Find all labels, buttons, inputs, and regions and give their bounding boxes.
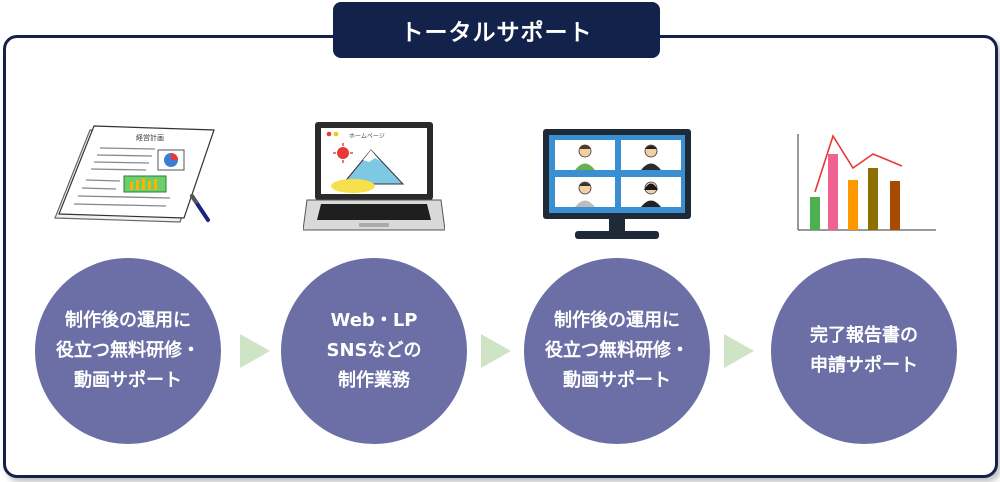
title: トータルサポート bbox=[400, 20, 593, 46]
bar-chart-illustration bbox=[797, 134, 936, 231]
arrow-1 bbox=[240, 334, 270, 368]
arrow-2 bbox=[481, 334, 511, 368]
step-2-line-2: SNSなどの bbox=[326, 340, 422, 361]
step-4-line-1: 完了報告書の bbox=[810, 325, 918, 346]
step-1-line-2: 役立つ無料研修・ bbox=[56, 340, 200, 361]
document-illustration: 経営計画 bbox=[54, 125, 215, 223]
step-3-line-2: 役立つ無料研修・ bbox=[545, 340, 689, 361]
step-2-line-3: 制作業務 bbox=[338, 370, 410, 391]
title-tab: トータルサポート bbox=[333, 2, 660, 58]
step-4-line-2: 申請サポート bbox=[810, 355, 918, 376]
step-1-line-1: 制作後の運用に bbox=[65, 310, 191, 331]
step-1-line-3: 動画サポート bbox=[74, 370, 182, 391]
step-2-line-1: Web・LP bbox=[330, 310, 418, 331]
step-3-line-1: 制作後の運用に bbox=[554, 310, 680, 331]
arrow-3 bbox=[724, 334, 754, 368]
laptop-illustration: ホームページ bbox=[303, 122, 445, 231]
step-1-circle: 制作後の運用に 役立つ無料研修・ 動画サポート bbox=[35, 258, 221, 444]
screen-caption: ホームページ bbox=[349, 133, 385, 140]
step-3-line-3: 動画サポート bbox=[563, 370, 671, 391]
step-4-circle: 完了報告書の 申請サポート bbox=[771, 258, 957, 444]
document-heading: 経営計画 bbox=[136, 133, 164, 142]
step-2-circle: Web・LP SNSなどの 制作業務 bbox=[281, 258, 467, 444]
step-3-circle: 制作後の運用に 役立つ無料研修・ 動画サポート bbox=[524, 258, 710, 444]
monitor-illustration bbox=[543, 129, 691, 239]
